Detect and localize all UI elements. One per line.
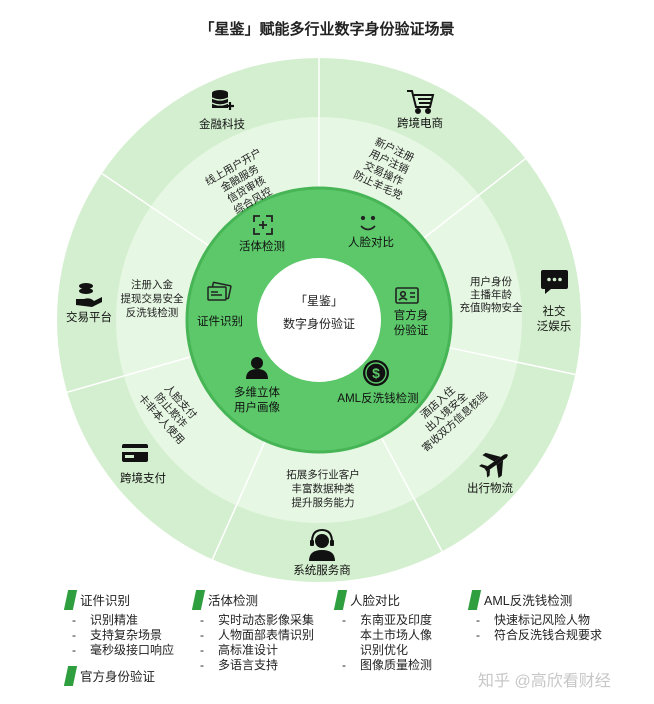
inner-item-document-ocr: 证件识别 [197, 281, 243, 328]
outer-item-social: 社交 泛娱乐 [537, 270, 572, 333]
outer-item-service: 系统服务商 [293, 528, 351, 577]
legend-item: 实时动态影像采集 [200, 613, 314, 628]
outer-item-ecommerce: 跨境电商 [397, 90, 443, 130]
middle-text-service: 拓展多行业客户 丰富数据种类 提升服务能力 [286, 468, 360, 509]
middle-service-2: 丰富数据种类 [292, 482, 355, 495]
outer-item-finance: 金融科技 [199, 90, 245, 131]
legend-item: 图像质量检测 [342, 658, 432, 673]
smile-face-icon [360, 215, 376, 231]
face-scan-icon [253, 215, 273, 235]
legend-title-document-ocr: 证件识别 [66, 590, 174, 609]
legend-item: 符合反洗钱合规要求 [476, 628, 602, 643]
segment-divider [101, 172, 210, 247]
headset-user-icon [309, 528, 335, 561]
legend-item: 本土市场人像 [360, 628, 433, 642]
outer-label-finance: 金融科技 [199, 117, 245, 131]
segment-divider [211, 440, 266, 560]
user-icon [246, 357, 268, 379]
outer-item-travel: 出行物流 [467, 452, 513, 495]
airplane-icon [479, 452, 508, 479]
inner-item-official-id: 官方身 份验证 [394, 287, 429, 337]
legend-aml: AML反洗钱检测 快速标记风险人物 符合反洗钱合规要求 [470, 590, 602, 643]
inner-label-document-ocr: 证件识别 [197, 314, 243, 328]
legend-item: 支持复杂场景 [72, 628, 174, 643]
legend-item: 多语言支持 [200, 658, 314, 673]
center-line1: 「星鉴」 [295, 294, 343, 308]
inner-item-face-compare: 人脸对比 [348, 215, 394, 249]
outer-label-travel: 出行物流 [467, 481, 513, 495]
outer-label-trading: 交易平台 [66, 310, 112, 324]
credit-card-icon [122, 444, 148, 462]
outer-label-ecommerce: 跨境电商 [397, 116, 443, 130]
svg-text:$: $ [372, 365, 380, 381]
id-card-icon [395, 287, 419, 304]
middle-social-3: 充值购物安全 [460, 301, 523, 314]
legend-title-face-compare: 人脸对比 [336, 590, 432, 609]
inner-label-aml: AML反洗钱检测 [337, 391, 418, 405]
shopping-cart-icon [407, 90, 435, 114]
inner-item-liveness: 活体检测 [239, 215, 285, 253]
middle-service-3: 提升服务能力 [292, 496, 355, 509]
inner-label-face-compare: 人脸对比 [348, 235, 394, 249]
chat-bubble-icon [541, 270, 568, 294]
dollar-coin-icon: $ [363, 360, 389, 386]
watermark-text: 知乎 @高欣看财经 [478, 673, 611, 690]
legend-item: 快速标记风险人物 [476, 613, 602, 628]
outer-item-trading: 交易平台 [66, 283, 112, 324]
outer-item-payment: 跨境支付 [120, 444, 166, 485]
legend-title-official-id: 官方身份验证 [66, 666, 155, 685]
inner-label-user-profile-2: 用户画像 [234, 400, 280, 414]
middle-text-social: 用户身份 主播年龄 充值购物安全 [460, 275, 523, 314]
finance-database-icon [211, 90, 234, 110]
inner-item-user-profile: 多维立体 用户画像 [234, 357, 280, 414]
segment-divider [447, 346, 576, 376]
legend-item: 高标准设计 [200, 643, 314, 658]
legend-title-aml: AML反洗钱检测 [470, 590, 602, 609]
middle-trading-2: 提现交易安全 [121, 292, 184, 305]
middle-trading-3: 反洗钱检测 [126, 306, 179, 319]
legend-official-id: 官方身份验证 [66, 666, 155, 689]
legend-item: 识别优化 [360, 643, 409, 657]
legend-face-compare: 人脸对比 东南亚及印度 本土市场人像 识别优化 图像质量检测 [336, 590, 432, 673]
inner-label-user-profile-1: 多维立体 [234, 385, 280, 399]
inner-label-liveness: 活体检测 [239, 239, 285, 253]
legend-title-liveness: 活体检测 [194, 590, 314, 609]
legend-item: 识别精准 [72, 613, 174, 628]
page-title: 「星鉴」赋能多行业数字身份验证场景 [199, 21, 455, 38]
legend-item: 东南亚及印度 [342, 613, 432, 628]
middle-social-2: 主播年龄 [470, 288, 512, 301]
outer-label-social-1: 社交 [543, 304, 566, 318]
middle-text-trading: 注册入金 提现交易安全 反洗钱检测 [121, 278, 184, 319]
center-line2: 数字身份验证 [283, 316, 355, 331]
segment-divider [66, 355, 193, 393]
legend-document-ocr: 证件识别 识别精准 支持复杂场景 毫秒级接口响应 [66, 590, 174, 658]
middle-service-1: 拓展多行业客户 [286, 468, 360, 481]
inner-label-official-id-1: 官方身 [394, 308, 429, 322]
outer-label-social-2: 泛娱乐 [537, 319, 572, 333]
segment-divider [380, 436, 443, 552]
center-circle [257, 258, 381, 382]
documents-icon [207, 281, 232, 301]
outer-label-service: 系统服务商 [293, 563, 351, 577]
segment-divider [422, 158, 526, 240]
inner-label-official-id-2: 份验证 [394, 323, 429, 337]
legend-liveness: 活体检测 实时动态影像采集 人物面部表情识别 高标准设计 多语言支持 [194, 590, 314, 673]
outer-label-payment: 跨境支付 [120, 471, 166, 485]
legend-item: 人物面部表情识别 [200, 628, 314, 643]
middle-social-1: 用户身份 [470, 275, 512, 288]
inner-item-aml: $ AML反洗钱检测 [337, 360, 419, 405]
middle-trading-1: 注册入金 [131, 278, 173, 291]
legend-item: 毫秒级接口响应 [72, 643, 174, 658]
hand-coin-icon [76, 283, 102, 307]
